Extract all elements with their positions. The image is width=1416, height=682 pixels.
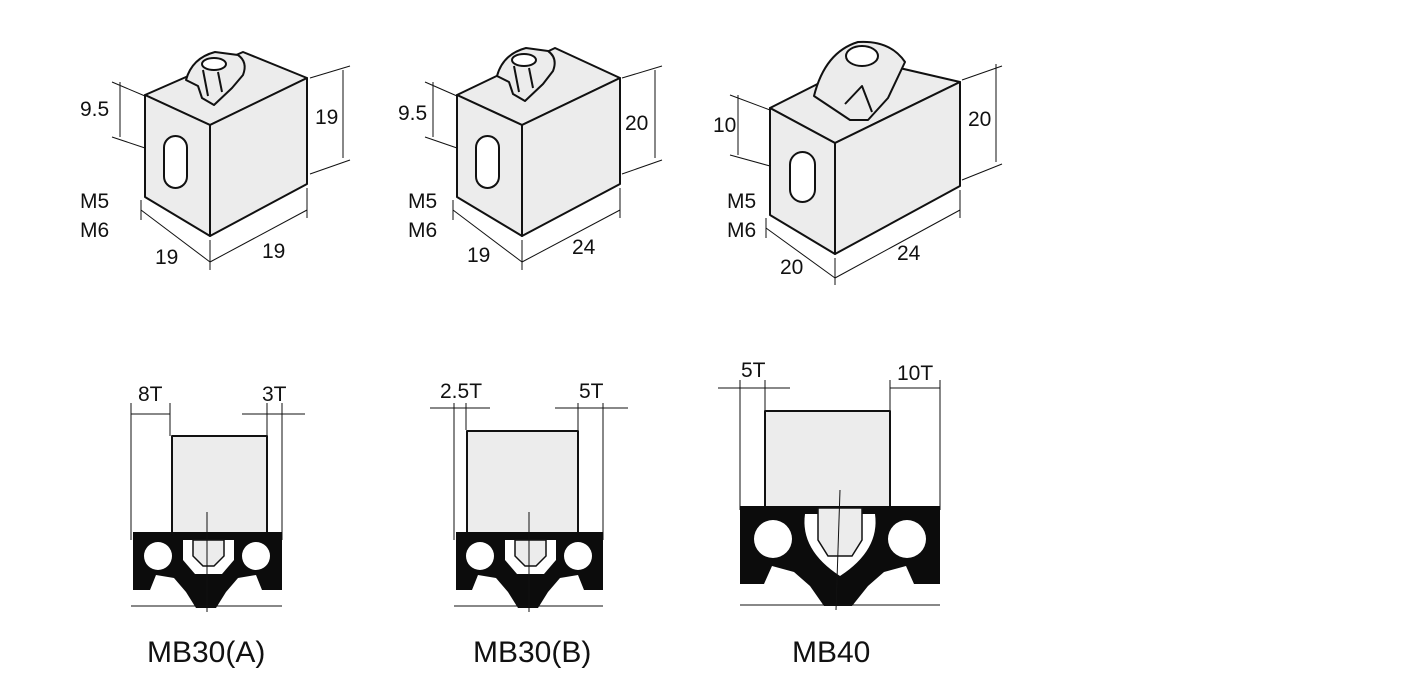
iso-view-mb30a: 9.5 19 M5 M6 19 19 — [80, 51, 351, 270]
thread-label-1: M5 — [80, 190, 109, 213]
block-front — [171, 435, 268, 537]
height-label: 9.5 — [398, 102, 427, 125]
width-label: 19 — [262, 240, 285, 263]
width-label: 24 — [897, 242, 921, 265]
mounting-slot — [475, 135, 500, 189]
depth-label: 20 — [780, 256, 803, 279]
right-height-label: 20 — [968, 108, 991, 131]
front-view-mb30a: 8T 3T — [130, 383, 305, 612]
right-offset-label: 10T — [897, 362, 933, 385]
mounting-slot — [163, 135, 188, 189]
height-label: 10 — [713, 114, 736, 137]
depth-label: 19 — [467, 244, 490, 267]
thread-label-2: M6 — [408, 219, 437, 242]
thread-label-2: M6 — [727, 219, 756, 242]
front-view-mb40: 5T 10T — [718, 359, 941, 611]
thread-label-2: M6 — [80, 219, 109, 242]
caption-mb30a: MB30(A) — [147, 636, 265, 669]
caption-mb40: MB40 — [792, 636, 870, 669]
right-height-label: 19 — [315, 106, 338, 129]
clamp-knob — [185, 51, 246, 106]
thread-label-1: M5 — [408, 190, 437, 213]
width-label: 24 — [572, 236, 596, 259]
iso-view-mb30b: 9.5 20 M5 M6 19 24 — [398, 47, 663, 270]
clamp-knob — [496, 47, 556, 102]
depth-label: 19 — [155, 246, 178, 269]
height-label: 9.5 — [80, 98, 109, 121]
left-offset-label: 5T — [741, 359, 766, 382]
block-front — [764, 410, 891, 510]
block-front — [466, 430, 579, 537]
caption-mb30b: MB30(B) — [473, 636, 591, 669]
iso-view-mb40: 10 20 M5 M6 20 24 — [713, 40, 1003, 285]
front-view-mb30b: 2.5T 5T — [430, 380, 628, 612]
right-offset-label: 5T — [579, 380, 604, 403]
aluminium-profile — [740, 506, 940, 606]
left-offset-label: 8T — [138, 383, 163, 406]
right-offset-label: 3T — [262, 383, 287, 406]
left-offset-label: 2.5T — [440, 380, 482, 403]
right-height-label: 20 — [625, 112, 648, 135]
clamp-knob — [813, 40, 906, 121]
mounting-slot — [789, 151, 816, 203]
thread-label-1: M5 — [727, 190, 756, 213]
